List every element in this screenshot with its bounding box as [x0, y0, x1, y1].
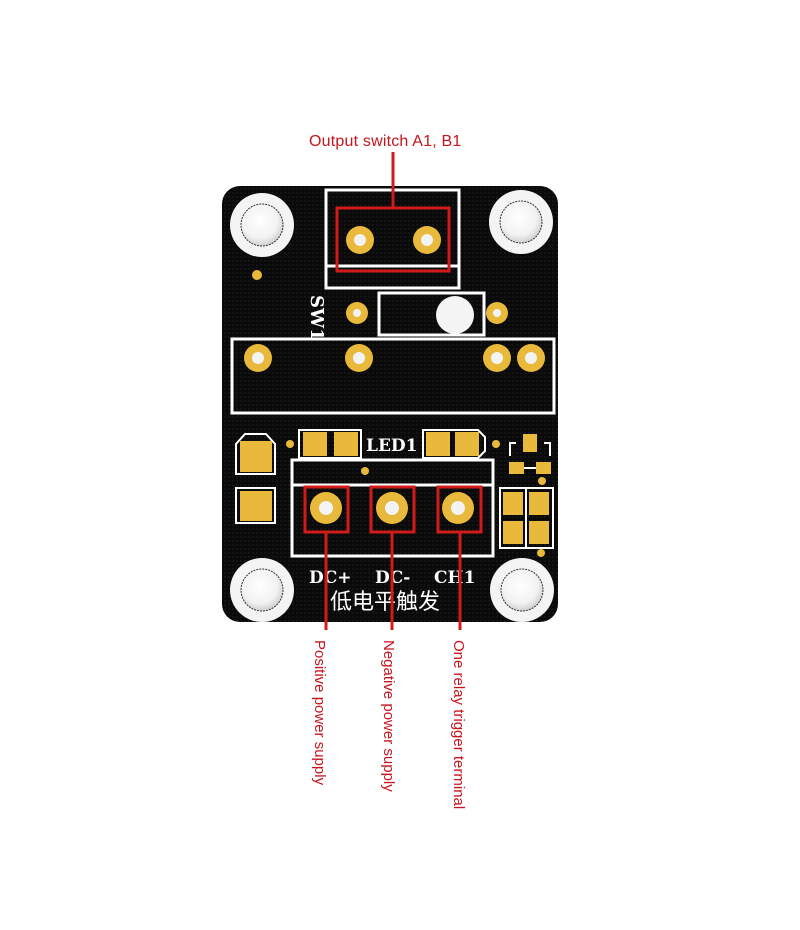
sw1-label: SW1	[306, 295, 327, 341]
via	[538, 477, 546, 485]
led-pad-3	[426, 432, 450, 456]
mounting-hole-bottom-right	[490, 558, 554, 622]
output-switch-callout-label: Output switch A1, B1	[309, 133, 462, 150]
pad-small-right	[486, 302, 508, 324]
terminal-pad-ch1	[442, 492, 474, 524]
smd-pad-r6	[503, 521, 523, 544]
via	[361, 467, 369, 475]
pin-label-dc-plus: DC+	[309, 568, 352, 588]
relay-outline	[230, 337, 556, 415]
smd-pad-r1	[523, 434, 537, 452]
mounting-hole-top-right	[489, 190, 553, 254]
via	[252, 270, 262, 280]
led-pads-outline-right	[422, 429, 486, 459]
pin-label-ch1: CH1	[434, 568, 475, 588]
component-window	[436, 296, 474, 334]
smd-pad-r2	[509, 462, 524, 474]
relay-pad-3	[483, 344, 511, 372]
relay-pad-2	[345, 344, 373, 372]
pad-small-left	[346, 302, 368, 324]
relay-pad-4	[517, 344, 545, 372]
via	[537, 549, 545, 557]
led-pad-1	[303, 432, 327, 456]
via	[286, 440, 294, 448]
smd-pad-bottom	[240, 491, 272, 521]
smd-pad-top	[240, 441, 272, 472]
smd-bracket	[509, 442, 551, 456]
sw1-pad-b1	[413, 226, 441, 254]
smd-pad-r5	[529, 492, 549, 515]
trigger-mode-label: 低电平触发	[330, 590, 440, 615]
smd-pad-outline-bottom	[235, 487, 276, 524]
smd-pad-r3	[536, 462, 551, 474]
mounting-hole-top-left	[230, 193, 294, 257]
mounting-hole-bottom-left	[230, 558, 294, 622]
via	[492, 440, 500, 448]
callout-label-positive-power: Positive power supply	[311, 640, 328, 786]
led-pads-outline-left	[298, 429, 362, 459]
smd-pad-outline-top	[235, 433, 276, 475]
smd-pad-r7	[529, 521, 549, 544]
relay-pad-1	[244, 344, 272, 372]
led-pad-2	[334, 432, 358, 456]
terminal-pad-dc-plus	[310, 492, 342, 524]
callout-label-relay-trigger: One relay trigger terminal	[450, 640, 467, 810]
component-outline-small	[377, 291, 486, 337]
led1-label: LED1	[366, 436, 417, 456]
smd-pad-r4	[503, 492, 523, 515]
led-pad-4	[455, 432, 479, 456]
terminal-pad-dc-minus	[376, 492, 408, 524]
sw1-pad-a1	[346, 226, 374, 254]
callout-label-negative-power: Negative power supply	[380, 640, 397, 792]
